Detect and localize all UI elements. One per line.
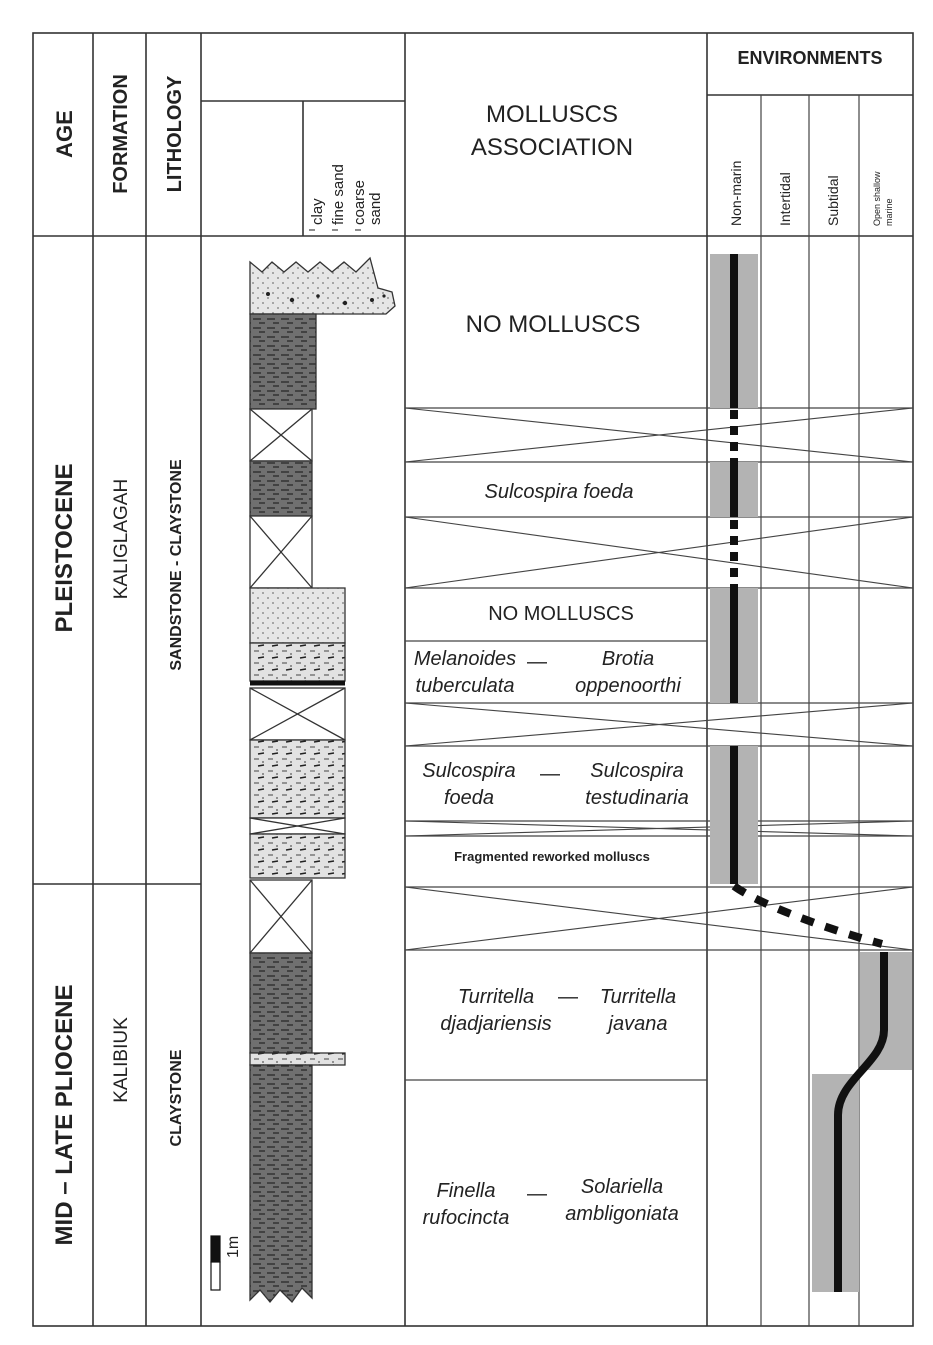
lithology-claystone: CLAYSTONE xyxy=(168,1049,185,1146)
env-col-open-shallow: Open shallow xyxy=(872,171,882,226)
sulcospira-a-line2: foeda xyxy=(444,787,494,809)
formation-kaliglagah: KALIGLAGAH xyxy=(111,479,132,599)
env-col-intertidal: Intertidal xyxy=(777,172,793,226)
dash-4: — xyxy=(527,1183,547,1205)
reworked-sand-layer xyxy=(249,833,346,879)
lithologic-column xyxy=(249,256,396,1304)
formation-kalibiuk: KALIBIUK xyxy=(111,1017,132,1103)
age-mid-late-pliocene: MID – LATE PLIOCENE xyxy=(51,985,78,1246)
claystone-layer-3 xyxy=(249,952,313,1054)
thin-sand-lens xyxy=(249,1052,346,1066)
claystone-layer-4 xyxy=(249,1064,313,1304)
sulcospira-b-line2: testudinaria xyxy=(585,787,688,809)
molluscs-association-line1: MOLLUSCS xyxy=(486,101,618,128)
pebble-marks xyxy=(266,292,386,306)
sulcospira-foeda: Sulcospira foeda xyxy=(485,481,634,503)
silty-sandstone-layer xyxy=(249,739,346,819)
turritella-a-line2: djadjariensis xyxy=(440,1013,551,1035)
melanoides-line1: Melanoides xyxy=(414,648,516,670)
lithology-header: LITHOLOGY xyxy=(164,75,186,192)
claystone-layer-1 xyxy=(249,313,317,410)
brotia-line1: Brotia xyxy=(602,648,654,670)
grain-size-coarse: coarse xyxy=(351,180,368,225)
grain-size-sand: sand xyxy=(367,192,384,225)
finella-line2: rufocincta xyxy=(423,1207,510,1229)
turritella-b-line1: Turritella xyxy=(600,986,676,1008)
fragmented-molluscs: Fragmented reworked molluscs xyxy=(454,849,650,864)
molluscs-association-line2: ASSOCIATION xyxy=(471,134,633,161)
laminated-sandstone-layer xyxy=(249,642,346,682)
environments-header: ENVIRONMENTS xyxy=(737,48,882,68)
solariella-line2: ambligoniata xyxy=(565,1203,678,1225)
scale-label: 1m xyxy=(225,1236,242,1258)
environment-bands xyxy=(710,254,912,1292)
env-col-subtidal: Subtidal xyxy=(825,175,841,226)
no-molluscs-2: NO MOLLUSCS xyxy=(488,603,634,625)
gap-crosses xyxy=(404,407,914,951)
env-col-marine: marine xyxy=(884,198,894,226)
mollusc-row-lines xyxy=(405,407,913,1081)
age-pleistocene: PLEISTOCENE xyxy=(51,464,78,633)
turritella-a-line1: Turritella xyxy=(458,986,534,1008)
dash-1: — xyxy=(527,651,547,673)
lithology-sandstone-claystone: SANDSTONE - CLAYSTONE xyxy=(168,459,185,671)
brotia-line2: oppenoorthi xyxy=(575,675,681,697)
age-header: AGE xyxy=(52,110,77,158)
environment-curve xyxy=(730,254,888,1292)
solariella-line1: Solariella xyxy=(581,1176,663,1198)
top-coarse-sand-layer xyxy=(249,256,396,315)
sulcospira-a-line1: Sulcospira xyxy=(422,760,515,782)
grain-size-fine-sand: fine sand xyxy=(330,164,347,225)
claystone-layer-2 xyxy=(249,460,313,517)
no-molluscs-1: NO MOLLUSCS xyxy=(466,311,641,338)
sandstone-layer xyxy=(249,587,346,644)
dash-3: — xyxy=(558,986,578,1008)
finella-line1: Finella xyxy=(437,1180,496,1202)
env-col-non-marine: Non-marin xyxy=(728,161,744,226)
dash-2: — xyxy=(540,763,560,785)
melanoides-line2: tuberculata xyxy=(416,675,515,697)
sulcospira-b-line1: Sulcospira xyxy=(590,760,683,782)
formation-header: FORMATION xyxy=(110,74,132,194)
grain-size-clay: clay xyxy=(309,198,326,225)
table-frame xyxy=(32,32,914,1327)
scale-bar xyxy=(210,1235,221,1291)
turritella-b-line2: javana xyxy=(606,1013,668,1035)
